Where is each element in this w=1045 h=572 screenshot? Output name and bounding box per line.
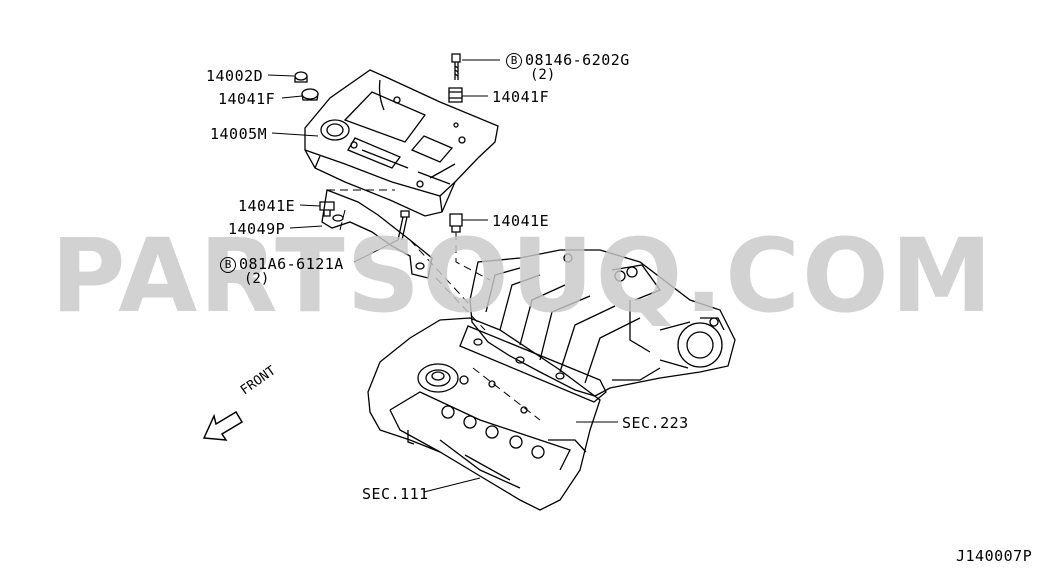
label-14041E-right[interactable]: 14041E <box>492 212 550 230</box>
label-14049P[interactable]: 14049P <box>228 220 286 238</box>
label-14041F-left[interactable]: 14041F <box>218 90 276 108</box>
label-sec-111[interactable]: SEC.111 <box>362 485 429 503</box>
label-bolt-081A6-6121A[interactable]: 081A6-6121A <box>239 255 344 273</box>
bracket-drawing <box>322 190 432 278</box>
bolt-symbol-upper: B <box>506 53 522 69</box>
engine-cover-drawing <box>305 70 498 216</box>
hardware-drawing <box>295 54 462 240</box>
diagram-code: J140007P <box>956 547 1033 565</box>
label-bolt-08146-6202G[interactable]: 08146-6202G <box>525 51 630 69</box>
bolt-symbol-lower: B <box>220 257 236 273</box>
front-arrow-icon <box>204 412 242 440</box>
label-14041F-right[interactable]: 14041F <box>492 88 550 106</box>
gasket-drawing <box>460 326 606 402</box>
leader-lines <box>268 60 618 492</box>
label-bolt-lower-qty: (2) <box>244 271 270 287</box>
intake-manifold-drawing <box>470 250 735 396</box>
label-14041E-left[interactable]: 14041E <box>238 197 296 215</box>
label-14002D[interactable]: 14002D <box>206 67 264 85</box>
cylinder-head-drawing <box>368 318 600 510</box>
label-sec-223[interactable]: SEC.223 <box>622 414 689 432</box>
label-14005M[interactable]: 14005M <box>210 125 268 143</box>
watermark: PARTSOUQ.COM <box>50 217 995 336</box>
label-bolt-upper-qty: (2) <box>530 67 556 83</box>
